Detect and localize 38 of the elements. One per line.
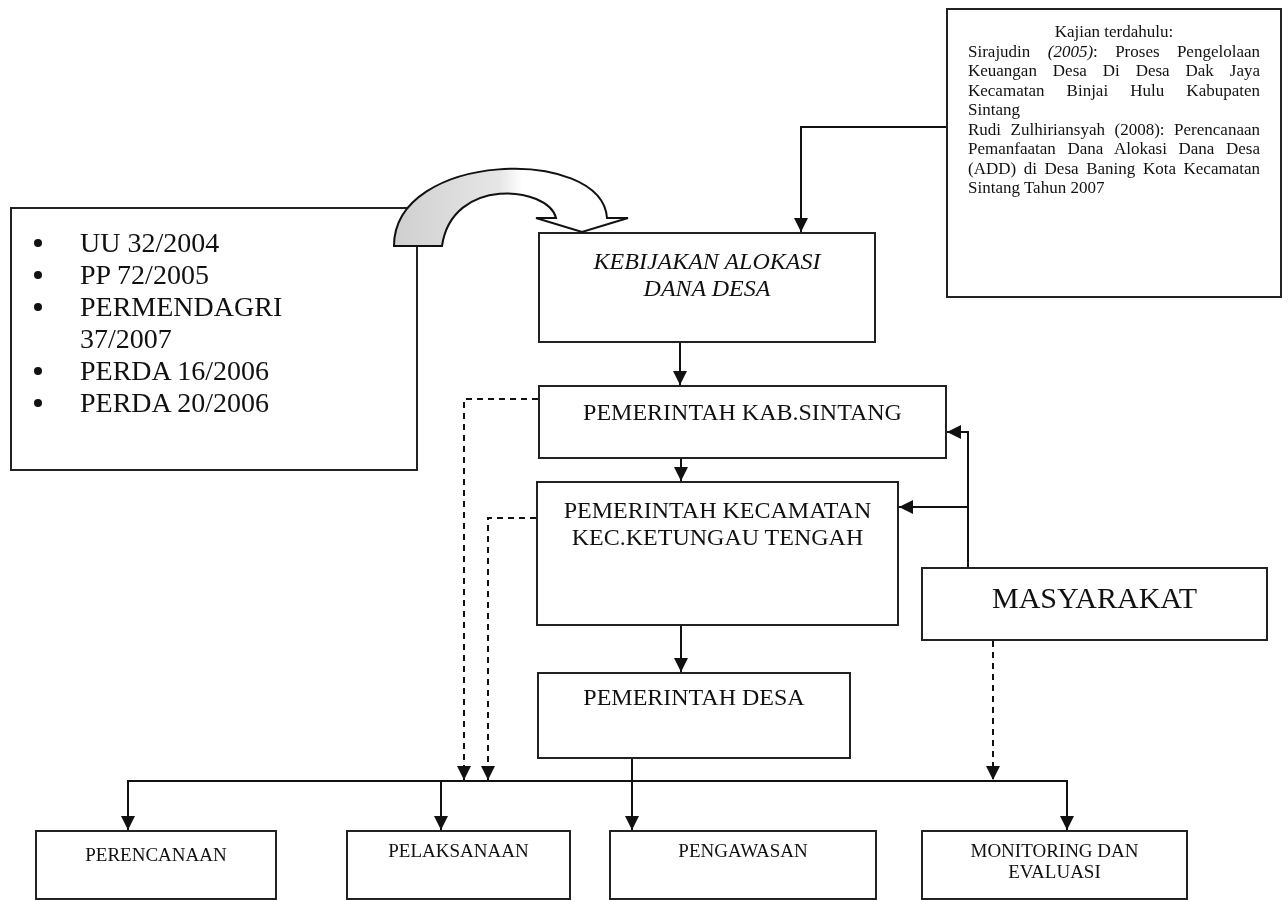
box-label: PELAKSANAAN [387, 840, 530, 862]
box-label: PEMERINTAH DESA [582, 684, 806, 711]
arrow [674, 458, 688, 482]
box-label: MONITORING DAN EVALUASI [969, 840, 1140, 883]
box-label: PEMERINTAH KAB.SINTANG [582, 399, 903, 426]
list-item: PERDA 20/2006 [34, 387, 320, 419]
regulation-list-box [10, 207, 418, 471]
curved-block-arrow [393, 168, 629, 247]
process-box [538, 385, 947, 459]
list-item: UU 32/2004 [34, 227, 320, 259]
list-item: PP 72/2005 [34, 259, 320, 291]
box-label: PENGAWASAN [677, 840, 809, 862]
box-label: KEBIJAKAN ALOKASI DANA DESA [592, 248, 823, 302]
box-label: PERENCANAAN [84, 844, 228, 866]
box-label: PEMERINTAH KECAMATAN KEC.KETUNGAU TENGAH [562, 497, 873, 551]
note-heading: Kajian terdahulu: [1053, 22, 1175, 42]
process-box [921, 830, 1188, 900]
arrow [898, 500, 969, 568]
arrow [673, 342, 687, 386]
reference-text: Sirajudin (2005): Proses Pengelolaan Keuangan Desa Di Desa Dak Jaya Kecamatan Binjai Hulu Kabupaten Sintang [968, 41, 1260, 120]
process-box [536, 481, 899, 626]
dashed-arrow [457, 398, 539, 781]
arrow [794, 126, 947, 233]
arrow [631, 758, 1074, 831]
dashed-arrow [986, 640, 1000, 781]
reference-text: Rudi Zulhiriansyah (2008): Perencanaan Pemanfaatan Dana Alokasi Dana Desa (ADD) di Desa Baning Kota Kecamatan Sintang Tahun 2007 [968, 119, 1260, 198]
arrow [674, 625, 688, 673]
process-box [609, 830, 877, 900]
community-box [921, 567, 1268, 641]
process-box [346, 830, 571, 900]
box-label: MASYARAKAT [990, 581, 1198, 615]
process-box [537, 672, 851, 759]
literature-box [946, 8, 1282, 298]
list-item: PERDA 16/2006 [34, 355, 320, 387]
dashed-arrow [481, 517, 537, 781]
process-box [35, 830, 277, 900]
policy-box [538, 232, 876, 343]
list-item: PERMENDAGRI 37/2007 [34, 291, 320, 355]
